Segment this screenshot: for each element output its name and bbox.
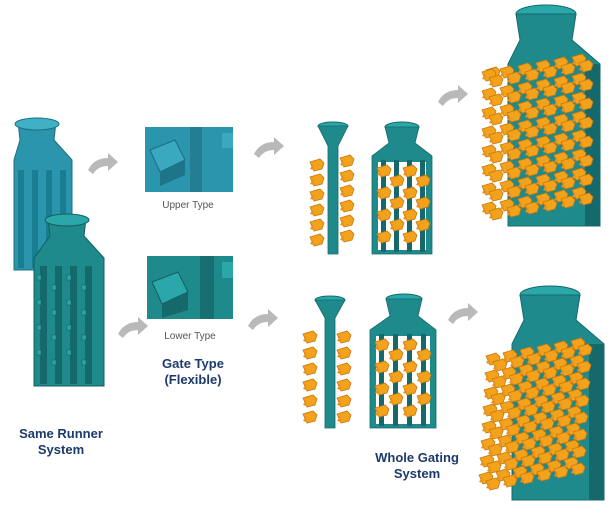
curved-arrow-icon <box>448 303 478 324</box>
upper-type-gate-image <box>145 127 233 192</box>
lower-single-tree <box>302 295 352 429</box>
curved-arrow-icon <box>118 317 148 338</box>
upper-frame-tree <box>371 121 433 255</box>
curved-arrow-icon <box>88 153 118 174</box>
gate-type-title: Gate Type <box>162 356 224 371</box>
curved-arrow-icon <box>438 85 468 106</box>
lower-type-label: Lower Type <box>164 331 216 342</box>
gate-type-subtitle: (Flexible) <box>164 372 221 387</box>
whole-gating-subtitle: System <box>394 466 440 481</box>
same-runner-subtitle: System <box>38 442 84 457</box>
curved-arrow-icon <box>248 309 278 330</box>
same-runner-title: Same Runner <box>19 426 103 441</box>
lower-type-gate-image <box>147 256 233 319</box>
upper-single-tree <box>309 121 355 255</box>
runner-front <box>33 213 105 387</box>
whole-gating-title: Whole Gating <box>375 450 459 465</box>
upper-type-label: Upper Type <box>162 200 214 211</box>
curved-arrow-icon <box>254 137 284 158</box>
lower-frame-tree <box>369 293 437 429</box>
